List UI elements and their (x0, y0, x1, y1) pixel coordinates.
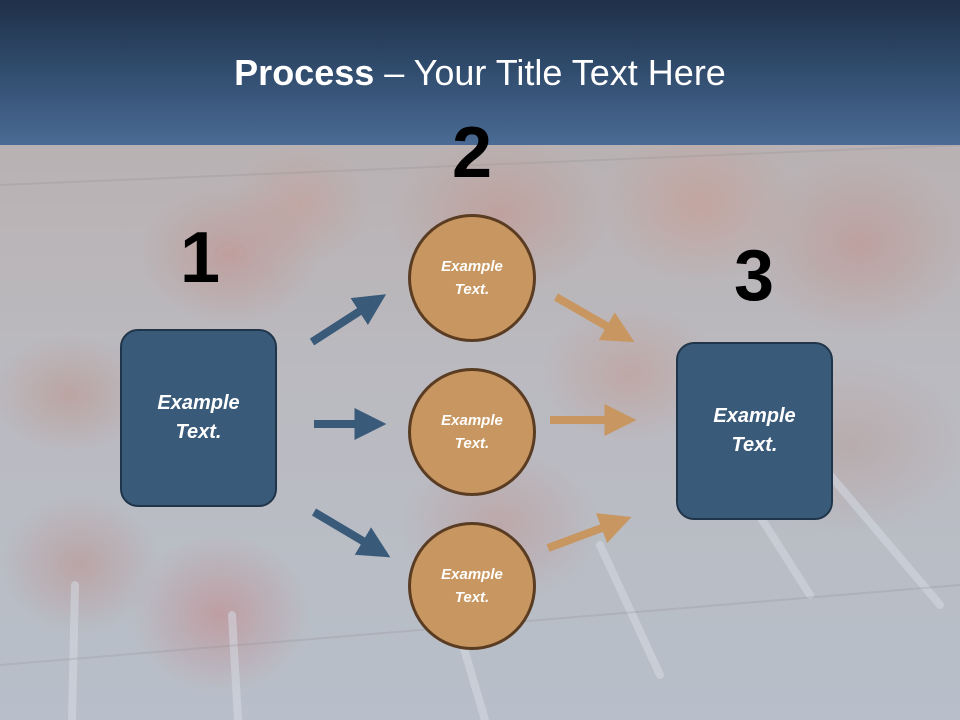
arrow-from-circle-1 (554, 293, 635, 343)
arrow-from-circle-3 (546, 513, 632, 552)
arrow-to-circle-3 (311, 508, 391, 558)
slide-title: Process – Your Title Text Here (0, 52, 960, 94)
circle-3: Example Text. (408, 522, 536, 650)
title-rest: – Your Title Text Here (374, 52, 726, 93)
circle-2-text: Example Text. (441, 412, 503, 452)
circle-2: Example Text. (408, 368, 536, 496)
step-number-2: 2 (451, 113, 493, 193)
step-3-box: Example Text. (676, 342, 833, 520)
circle-1-text: Example Text. (441, 258, 503, 298)
circle-3-text: Example Text. (441, 566, 503, 606)
step-1-text: Example Text. (157, 392, 240, 443)
title-banner: Process – Your Title Text Here (0, 0, 960, 145)
circle-1: Example Text. (408, 214, 536, 342)
step-1-box: Example Text. (120, 329, 277, 507)
step-3-text: Example Text. (713, 405, 796, 456)
step-number-3: 3 (733, 236, 775, 316)
step-number-1: 1 (179, 218, 221, 298)
title-bold: Process (234, 52, 375, 93)
arrow-to-circle-1 (309, 294, 387, 346)
